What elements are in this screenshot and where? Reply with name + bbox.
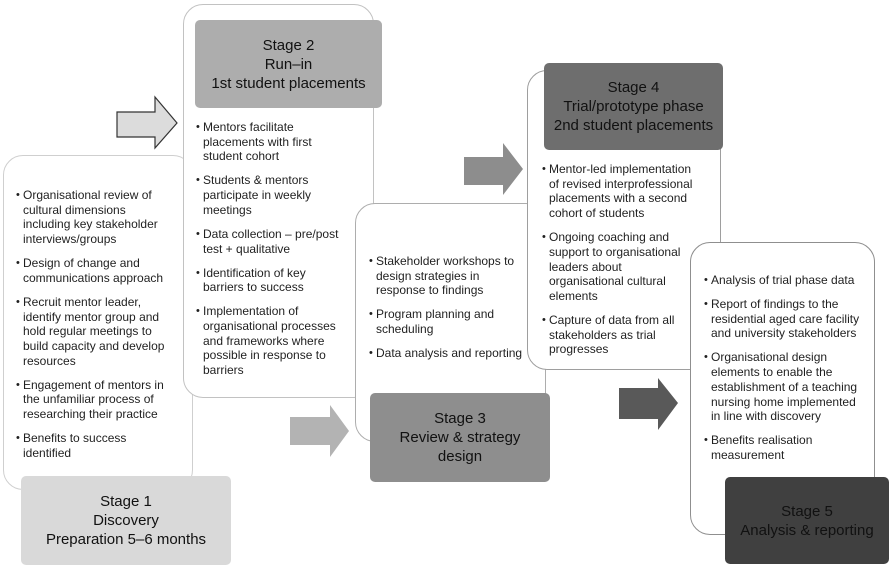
stage-3-header: Stage 3 Review & strategy design <box>370 393 550 482</box>
bullet-item: Data analysis and reporting <box>369 346 527 361</box>
arrow-right-icon <box>464 143 523 195</box>
stage-name: Trial/prototype phase <box>563 98 704 115</box>
stage-subtitle: Preparation 5–6 months <box>45 531 207 548</box>
arrow-right-icon <box>619 378 678 430</box>
stage-3-bullet-list: Stakeholder workshops to design strategi… <box>369 254 527 370</box>
bullet-item: Report of findings to the residential ag… <box>704 297 863 341</box>
bullet-item: Organisational design elements to enable… <box>704 350 863 424</box>
arrow-right-icon <box>290 405 349 457</box>
arrow-3-shape <box>464 143 523 195</box>
stage-4-title: Stage 4 Trial/prototype phase 2nd studen… <box>554 78 713 135</box>
stage-label: Stage 5 <box>781 502 833 520</box>
bullet-item: Identification of key barriers to succes… <box>196 266 344 295</box>
bullet-item: Ongoing coaching and support to organisa… <box>542 230 697 304</box>
stage-label: Stage 3 <box>434 410 486 427</box>
bullet-item: Capture of data from all stakeholders as… <box>542 313 697 357</box>
arrow-right-icon <box>116 95 178 150</box>
stage-subtitle: 1st student placements <box>211 74 366 92</box>
stage-name: Analysis & reporting <box>740 521 874 539</box>
stage-1-title: Stage 1 Discovery Preparation 5–6 months <box>46 492 206 549</box>
bullet-item: Students & mentors participate in weekly… <box>196 173 344 217</box>
bullet-item: Analysis of trial phase data <box>704 273 863 288</box>
stage-2-title: Stage 2 Run–in 1st student placements <box>211 36 365 93</box>
stage-5-header: Stage 5 Analysis & reporting <box>725 477 889 564</box>
arrow-1-shape <box>116 95 178 150</box>
bullet-item: Engagement of mentors in the unfamiliar … <box>16 378 171 422</box>
stage-3-title: Stage 3 Review & strategy design <box>400 409 521 466</box>
bullet-item: Data collection – pre/post test + qualit… <box>196 227 344 256</box>
arrow-4-shape <box>619 378 678 430</box>
stage-label: Stage 2 <box>262 36 315 54</box>
bullet-item: Implementation of organisational process… <box>196 304 344 378</box>
stage-2-header: Stage 2 Run–in 1st student placements <box>195 20 382 108</box>
stage-label: Stage 4 <box>607 79 660 96</box>
bullet-item: Benefits realisation measurement <box>704 433 863 462</box>
bullet-item: Recruit mentor leader, identify mentor g… <box>16 295 171 369</box>
stage-subtitle: 2nd student placements <box>553 117 714 134</box>
stage-subtitle: design <box>437 448 483 465</box>
bullet-item: Organisational review of cultural dimens… <box>16 188 171 247</box>
stage-name: Discovery <box>93 512 159 529</box>
bullet-item: Benefits to success identified <box>16 431 171 460</box>
bullet-item: Mentors facilitate placements with first… <box>196 120 344 164</box>
bullet-item: Mentor-led implementation of revised int… <box>542 162 697 221</box>
stage-1-header: Stage 1 Discovery Preparation 5–6 months <box>21 476 231 565</box>
bullet-item: Design of change and communications appr… <box>16 256 171 285</box>
stage-5-bullet-list: Analysis of trial phase data Report of f… <box>704 273 863 472</box>
stage-2-bullet-list: Mentors facilitate placements with first… <box>196 120 344 387</box>
bullet-item: Stakeholder workshops to design strategi… <box>369 254 527 298</box>
stage-5-title: Stage 5 Analysis & reporting <box>740 502 873 540</box>
stage-1-bullet-list: Organisational review of cultural dimens… <box>16 188 171 470</box>
stage-name: Run–in <box>264 55 313 73</box>
stage-label: Stage 1 <box>100 493 152 510</box>
stage-4-bullet-list: Mentor-led implementation of revised int… <box>542 162 697 366</box>
stage-name: Review & strategy <box>399 429 521 446</box>
stage-4-header: Stage 4 Trial/prototype phase 2nd studen… <box>544 63 723 150</box>
arrow-2-shape <box>290 405 349 457</box>
bullet-item: Program planning and scheduling <box>369 307 527 336</box>
